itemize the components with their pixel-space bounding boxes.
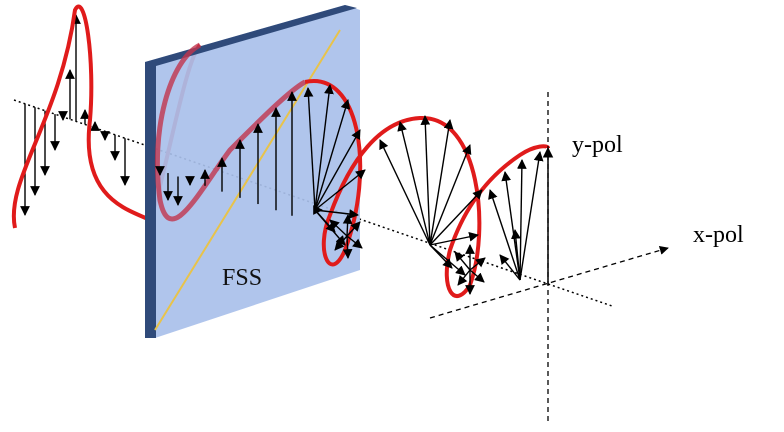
circular-arrow [516,159,527,281]
x-pol-label: x-pol [693,222,744,248]
circular-arrow [334,235,348,251]
circular-arrow [469,269,485,283]
circular-arrow [342,235,353,259]
circular-wave-arrows [303,84,544,295]
circular-arrow [329,219,348,237]
panel-wave-arrows [155,91,297,216]
circular-arrow [397,121,431,246]
circular-arrow [346,221,361,237]
circular-arrow [429,119,454,246]
circular-arrow [346,235,363,249]
fss-label: FSS [222,265,262,291]
circular-arrow [314,129,361,211]
circular-arrow [469,257,486,271]
circular-arrow [519,151,544,281]
circular-arrow [511,229,521,281]
circular-arrow [429,144,472,246]
circular-arrow [429,232,479,246]
circular-arrow [379,139,431,246]
circular-arrow [429,189,483,246]
circular-arrow [314,99,351,211]
x-pol-axis [429,245,669,319]
circular-arrow [499,254,521,281]
output-axes [429,92,669,425]
circular-arrow [420,115,431,246]
y-pol-label: y-pol [572,132,623,158]
circular-arrow [303,87,316,211]
circular-arrow [314,169,366,211]
circular-arrow [342,214,353,237]
incoming-wave-arrows [20,14,130,216]
circular-arrow [454,251,471,271]
fss-panel: FSS [145,5,360,338]
circular-arrow [488,189,521,281]
circular-arrow [457,269,471,286]
circular-arrow [429,244,453,269]
circular-arrow [314,84,334,211]
